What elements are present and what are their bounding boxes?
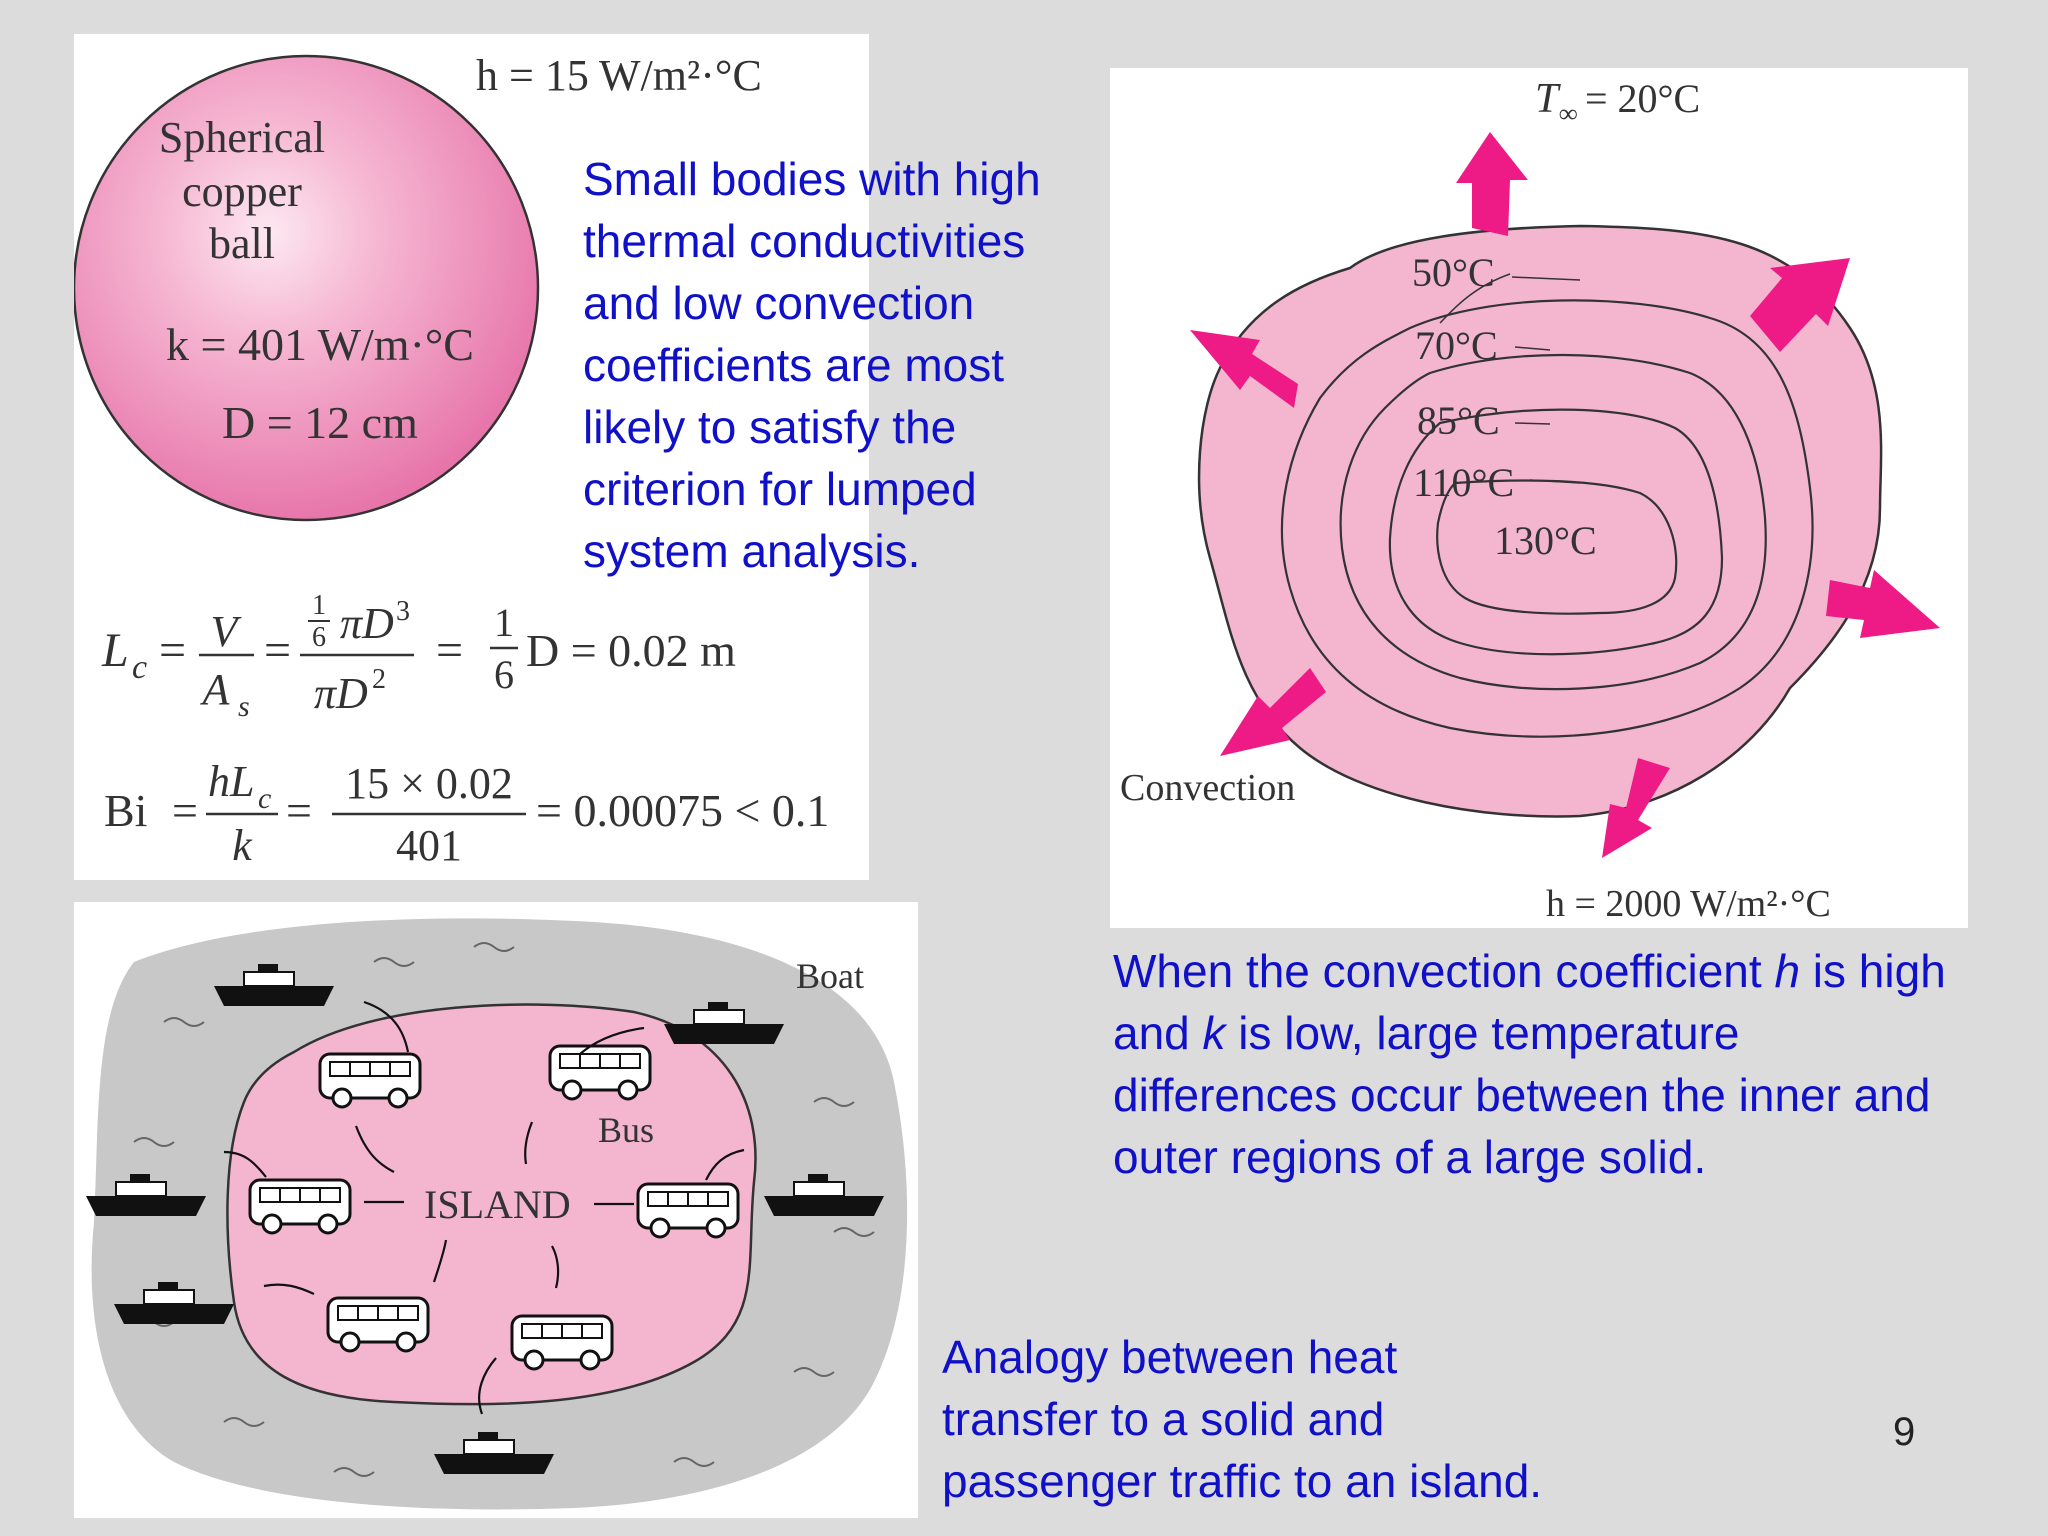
h-italic: h [1774, 945, 1801, 997]
caption-lumped-line: Small bodies with high [583, 153, 1041, 205]
contour-label-85: 85°C [1417, 398, 1500, 443]
contour-110 [1436, 479, 1678, 615]
arrow-down [1602, 758, 1670, 858]
island-label: ISLAND [424, 1182, 571, 1227]
arrow-up-left [1190, 330, 1298, 408]
area-symbol: A [200, 665, 231, 714]
contour-label-50: 50°C [1412, 250, 1495, 295]
temperature-contour-panel: T ∞ = 20°C 50°C 70°C 85°C 110°C 130°C Co… [1110, 68, 1968, 928]
arrow-up-right [1750, 258, 1850, 352]
lc-subscript: c [132, 649, 147, 686]
caption-lumped-line: criterion for lumped [583, 463, 977, 515]
contour-label-70: 70°C [1415, 323, 1498, 368]
bus-top-right [548, 1044, 652, 1101]
k-symbol: k [232, 821, 253, 870]
boat-label: Boat [796, 956, 864, 996]
ball-label-line2: copper [182, 167, 302, 216]
caption-lumped-line: and low convection [583, 277, 975, 329]
convection-arrows [1190, 132, 1940, 858]
sphere-figure: h = 15 W/m²·°C Spherical copper ball k =… [72, 51, 829, 870]
solid-body [1197, 224, 1883, 818]
bus-label: Bus [598, 1110, 654, 1150]
lc-result: D = 0.02 m [526, 625, 736, 676]
svg-text:=: = [436, 624, 463, 677]
ambient-temp-value: = 20°C [1585, 76, 1700, 121]
ball-label-line3: ball [209, 219, 275, 268]
contour-label-130: 130°C [1494, 518, 1597, 563]
lc-symbol: L [101, 624, 129, 677]
exponent-3: 3 [396, 596, 410, 627]
arrow-up [1456, 132, 1528, 236]
analogy-caption: Analogy between heat transfer to a solid… [942, 1326, 1642, 1512]
diameter-label: D = 12 cm [222, 397, 418, 448]
caption-lumped-line: system analysis. [583, 525, 921, 577]
bus-right [636, 1182, 740, 1239]
bus-bottom-left [326, 1296, 430, 1353]
k-italic: k [1202, 1007, 1226, 1059]
area-subscript: s [238, 690, 250, 723]
pi-d-cubed: πD [340, 599, 394, 648]
six-denominator: 6 [494, 652, 514, 697]
island-analogy-figure: Boat Bus ISLAND [85, 918, 908, 1510]
caption-lumped-line: likely to satisfy the [583, 401, 957, 453]
traffic-arrows [223, 1000, 745, 1415]
convection-label: Convection [1120, 767, 1295, 809]
caption-lumped-line: thermal conductivities [583, 215, 1026, 267]
contour-85 [1388, 408, 1724, 656]
hlc-symbol: hL [208, 757, 254, 806]
ball-label-line1: Spherical [159, 113, 325, 162]
ambient-temp-subscript: ∞ [1559, 99, 1578, 128]
one-numerator: 1 [494, 600, 514, 645]
conductivity-label: k = 401 W/m·°C [166, 319, 474, 370]
bus-left [248, 1178, 352, 1235]
ambient-temp-symbol: T [1535, 76, 1561, 122]
h-coefficient-label: h = 15 W/m²·°C [476, 51, 762, 100]
h-2000-label: h = 2000 W/m²·°C [1546, 883, 1831, 925]
caption-analogy-line: Analogy between heat [942, 1331, 1398, 1383]
convection-caption: When the convection coefficient h is hig… [1113, 945, 1946, 1183]
contour-70 [1339, 353, 1767, 691]
bi-denominator: 401 [396, 821, 462, 870]
island-analogy-panel: Boat Bus ISLAND [74, 902, 918, 1518]
bi-result: = 0.00075 < 0.1 [536, 785, 829, 836]
bi-numerator: 15 × 0.02 [345, 759, 513, 808]
sixth-numerator: 1 [312, 590, 326, 621]
bus-bottom-right [510, 1314, 614, 1371]
temperature-contour-figure: T ∞ = 20°C 50°C 70°C 85°C 110°C 130°C Co… [1120, 76, 1940, 925]
copper-ball [72, 54, 540, 522]
arrow-right [1826, 570, 1940, 638]
svg-text:=: = [159, 624, 186, 677]
svg-text:=: = [264, 624, 291, 677]
pi-d-squared: πD [314, 669, 368, 718]
characteristic-length-equation: L c = V A s = 1 6 πD 3 πD 2 = 1 6 D = 0.… [101, 590, 736, 723]
lumped-system-caption: Small bodies with high thermal conductiv… [583, 148, 1103, 582]
bi-symbol: Bi [104, 785, 147, 836]
caption-lumped-line: coefficients are most [583, 339, 1005, 391]
exponent-2: 2 [372, 664, 386, 695]
contour-50 [1280, 299, 1814, 738]
svg-text:=: = [286, 785, 312, 836]
caption-analogy-line: transfer to a solid and [942, 1393, 1385, 1445]
volume-symbol: V [211, 607, 243, 656]
arrow-down-left [1220, 668, 1326, 756]
caption-analogy-line: passenger traffic to an island. [942, 1455, 1543, 1507]
biot-number-equation: Bi = hL c k = 15 × 0.02 401 = 0.00075 < … [104, 757, 829, 870]
sixth-denominator: 6 [312, 622, 326, 653]
bus-top-left [318, 1052, 422, 1109]
sphere-figure-panel: h = 15 W/m²·°C Spherical copper ball k =… [72, 34, 869, 880]
contour-label-110: 110°C [1413, 460, 1514, 505]
hlc-subscript: c [258, 782, 271, 815]
svg-text:=: = [172, 785, 198, 836]
page-number: 9 [1893, 1410, 1916, 1454]
